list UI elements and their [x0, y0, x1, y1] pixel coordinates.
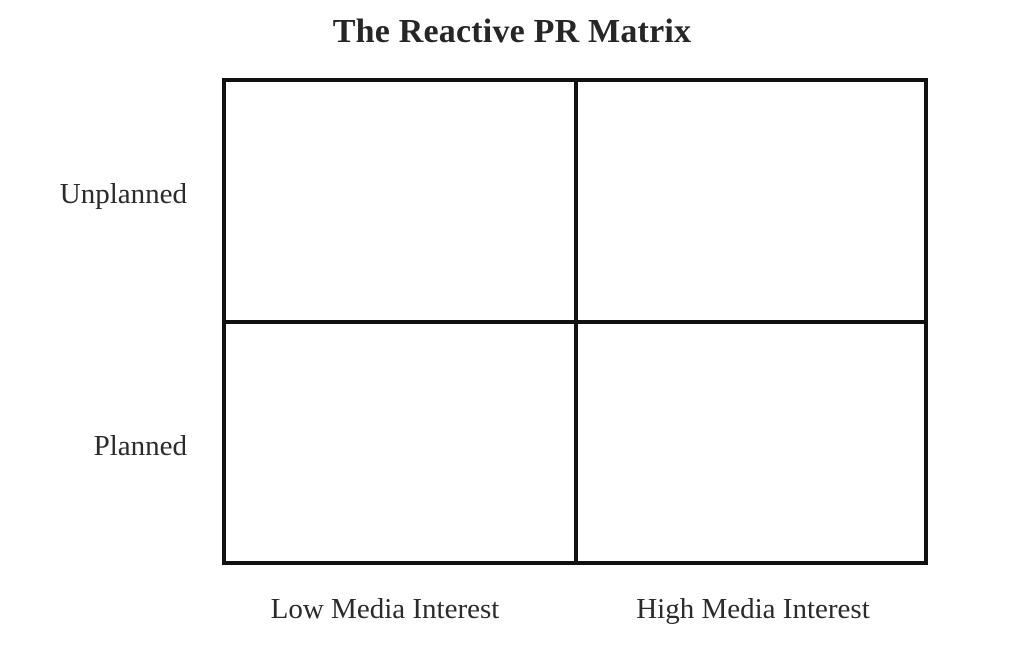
- x-axis-label-high-media-interest: High Media Interest: [636, 593, 870, 625]
- x-axis-label-low-media-interest: Low Media Interest: [270, 593, 500, 625]
- matrix-frame: [222, 78, 928, 565]
- quadrant-unplanned-low-media-interest[interactable]: [226, 82, 574, 320]
- quadrant-unplanned-high-media-interest[interactable]: [578, 82, 924, 320]
- page-title: The Reactive PR Matrix: [332, 13, 692, 50]
- y-axis-label-planned: Planned: [93, 430, 187, 462]
- y-axis-label-unplanned: Unplanned: [59, 178, 187, 210]
- horizontal-divider-line: [226, 320, 924, 324]
- quadrant-planned-high-media-interest[interactable]: [578, 324, 924, 561]
- quadrant-planned-low-media-interest[interactable]: [226, 324, 574, 561]
